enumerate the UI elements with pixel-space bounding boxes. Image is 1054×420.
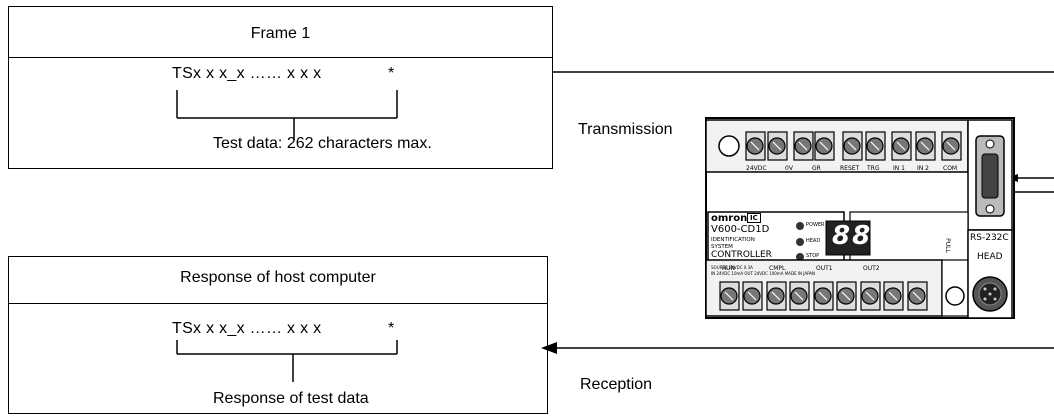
- terminal-label-0v: 0V: [785, 165, 793, 172]
- frame1-terminator: *: [388, 65, 395, 82]
- response-command: TSx x x_x …… x x x: [172, 320, 322, 337]
- frame1-divider: [9, 57, 552, 58]
- indicator-stop-label: STOP: [806, 253, 820, 259]
- response-box: Response of host computer: [8, 256, 548, 414]
- device-model: V600-CD1D: [711, 224, 770, 235]
- reception-label: Reception: [580, 376, 653, 393]
- pull-label: PULL: [943, 238, 951, 253]
- response-terminator: *: [388, 320, 395, 337]
- indicator-head-label: HEAD: [806, 238, 821, 244]
- terminal-label-24vdc: 24VDC: [746, 165, 767, 172]
- transmission-label: Transmission: [578, 121, 673, 138]
- seven-segment-display: 88: [832, 221, 873, 251]
- device-type-line1: IDENTIFICATION: [711, 237, 755, 243]
- device-brand: omron: [711, 213, 748, 224]
- frame1-title: Frame 1: [250, 25, 311, 42]
- frame1-box: Frame 1: [8, 6, 553, 169]
- port-pointer-arrowhead: [1006, 174, 1018, 182]
- response-divider: [9, 303, 547, 304]
- device-type-line3: CONTROLLER: [711, 250, 772, 260]
- reception-arrowhead: [541, 342, 557, 354]
- bottom-terminal-label-out2: OUT2: [863, 265, 880, 272]
- terminal-label-gr: GR: [812, 165, 821, 172]
- device-type-line2: SYSTEM: [711, 244, 733, 250]
- bottom-terminal-label-out1: OUT1: [816, 265, 833, 272]
- response-bracket: [176, 340, 398, 382]
- terminal-label-in1: IN 1: [893, 165, 905, 172]
- frame1-bracket: [176, 90, 398, 140]
- rs232c-port-label: RS-232C: [970, 233, 1009, 243]
- indicator-power-label: POWER: [806, 222, 825, 228]
- frame1-caption: Test data: 262 characters max.: [213, 135, 432, 152]
- frame1-command: TSx x x_x …… x x x: [172, 65, 322, 82]
- response-title: Response of host computer: [180, 269, 376, 286]
- device-spec-line1: SOURCE 24VDC 0.3A: [711, 265, 753, 270]
- response-caption: Response of test data: [213, 390, 369, 407]
- terminal-label-in2: IN 2: [917, 165, 929, 172]
- terminal-label-com: COM: [943, 165, 958, 172]
- bottom-terminal-label-cmpl: CMPL: [769, 265, 786, 272]
- head-port-label: HEAD: [977, 252, 1003, 262]
- terminal-label-reset: RESET: [840, 165, 860, 172]
- bottom-terminal-label-run: RUN: [722, 265, 736, 272]
- device-brand-badge: IC: [747, 213, 761, 223]
- terminal-label-trg: TRG: [867, 165, 880, 172]
- device-spec-line2: IN 24VDC 10mA OUT 24VDC 100mA MADE IN JA…: [711, 271, 815, 276]
